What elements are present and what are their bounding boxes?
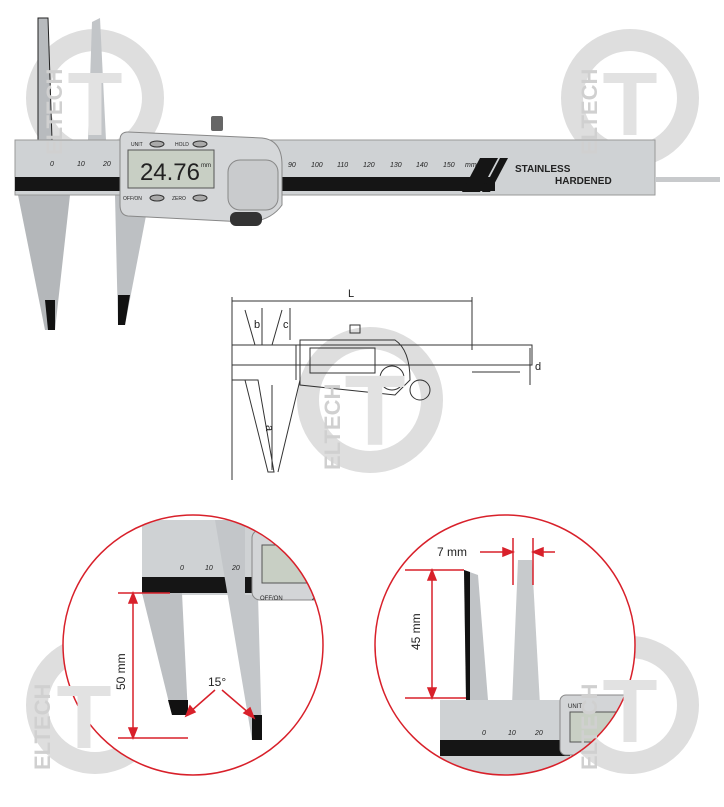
svg-text:ELTECH: ELTECH — [577, 69, 602, 155]
moving-jaw-lower — [115, 195, 150, 325]
depth-rod — [655, 177, 720, 182]
depth-label-50mm: 50 mm — [114, 653, 128, 690]
fixed-jaw-tip — [45, 300, 55, 330]
hold-button — [192, 140, 208, 148]
label-c: c — [283, 319, 289, 331]
detail-right-outline — [374, 514, 636, 776]
button-labels: UNIT HOLD OFF/ON ZERO — [123, 142, 189, 202]
fixed-jaw-lower — [18, 195, 70, 330]
svg-text:ELTECH: ELTECH — [577, 684, 602, 770]
detail-left-outline — [62, 514, 324, 776]
svg-text:mm: mm — [465, 162, 477, 169]
svg-text:T: T — [603, 662, 658, 762]
grip-pad — [227, 159, 279, 211]
watermark-ring-center — [297, 327, 443, 473]
beam-slash-2 — [482, 158, 508, 192]
beam-text-stainless: STAINLESS — [515, 164, 571, 175]
thumb-wheel — [211, 116, 223, 131]
beam-slash-1 — [462, 158, 498, 192]
svg-text:ELTECH: ELTECH — [320, 384, 345, 470]
moving-jaw-upper — [88, 18, 106, 140]
roller-wheel — [230, 212, 262, 226]
label-a: a — [263, 425, 275, 432]
watermark-center: T ELTECH — [320, 355, 406, 470]
svg-text:20: 20 — [102, 161, 111, 168]
svg-text:ELTECH: ELTECH — [42, 69, 67, 155]
svg-text:110: 110 — [337, 162, 348, 169]
svg-text:OFF/ON: OFF/ON — [260, 596, 283, 602]
watermark-logos: T ELTECH T ELTECH T ELTECH T ELTECH T EL… — [30, 55, 658, 770]
svg-text:T: T — [68, 55, 123, 155]
dimension-diagram — [231, 297, 533, 480]
watermark-bottom-left: T ELTECH — [30, 668, 112, 770]
svg-text:90: 90 — [288, 162, 296, 169]
svg-text:OFF/ON: OFF/ON — [123, 196, 142, 202]
lcd-unit: mm — [201, 163, 211, 169]
svg-text:10: 10 — [205, 565, 213, 572]
svg-text:20: 20 — [534, 730, 543, 737]
svg-text:0: 0 — [482, 730, 486, 737]
svg-text:UNIT: UNIT — [568, 704, 582, 710]
svg-text:T: T — [57, 668, 112, 768]
watermark-top-left: T ELTECH — [42, 55, 123, 155]
moving-jaw-tip — [118, 295, 130, 325]
label-b: b — [254, 319, 260, 331]
unit-button — [149, 140, 165, 148]
detail-right-annotations — [405, 538, 555, 701]
svg-text:T: T — [344, 355, 405, 467]
watermark-bottom-right: T ELTECH — [577, 662, 658, 770]
watermark-top-right: T ELTECH — [577, 55, 658, 155]
detail-left-annotations — [118, 590, 256, 741]
label-L: L — [348, 288, 354, 300]
label-d: d — [535, 361, 541, 373]
svg-text:ELTECH: ELTECH — [30, 684, 55, 770]
svg-text:HOLD: HOLD — [175, 142, 189, 148]
offon-button — [149, 194, 165, 202]
svg-text:130: 130 — [390, 162, 402, 169]
svg-text:140: 140 — [416, 162, 428, 169]
svg-text:0: 0 — [180, 565, 184, 572]
svg-text:10: 10 — [77, 161, 85, 168]
diagram-labels: L a b c d — [254, 288, 541, 432]
svg-text:150: 150 — [443, 162, 455, 169]
svg-text:UNIT: UNIT — [131, 142, 143, 148]
width-label-7mm: 7 mm — [437, 545, 467, 559]
scale-labels: 0 10 20 90 100 110 120 130 140 150 mm — [50, 161, 477, 169]
zero-button — [192, 194, 208, 202]
svg-text:0: 0 — [50, 161, 54, 168]
depth-label-45mm: 45 mm — [409, 613, 423, 650]
angle-label: 15° — [208, 675, 226, 689]
svg-text:ZERO: ZERO — [172, 196, 186, 202]
svg-text:20: 20 — [231, 565, 240, 572]
svg-text:10: 10 — [508, 730, 516, 737]
lcd-reading: 24.76 — [140, 159, 200, 186]
detail-right-jaws: UNIT 0 10 20 — [375, 515, 635, 775]
beam-text-hardened: HARDENED — [555, 176, 612, 187]
svg-text:T: T — [603, 55, 658, 155]
svg-text:100: 100 — [311, 162, 323, 169]
lcd-screen — [127, 149, 215, 189]
svg-text:120: 120 — [363, 162, 375, 169]
caliper-photo: 0 10 20 90 100 110 120 130 140 150 mm ST… — [14, 17, 720, 330]
